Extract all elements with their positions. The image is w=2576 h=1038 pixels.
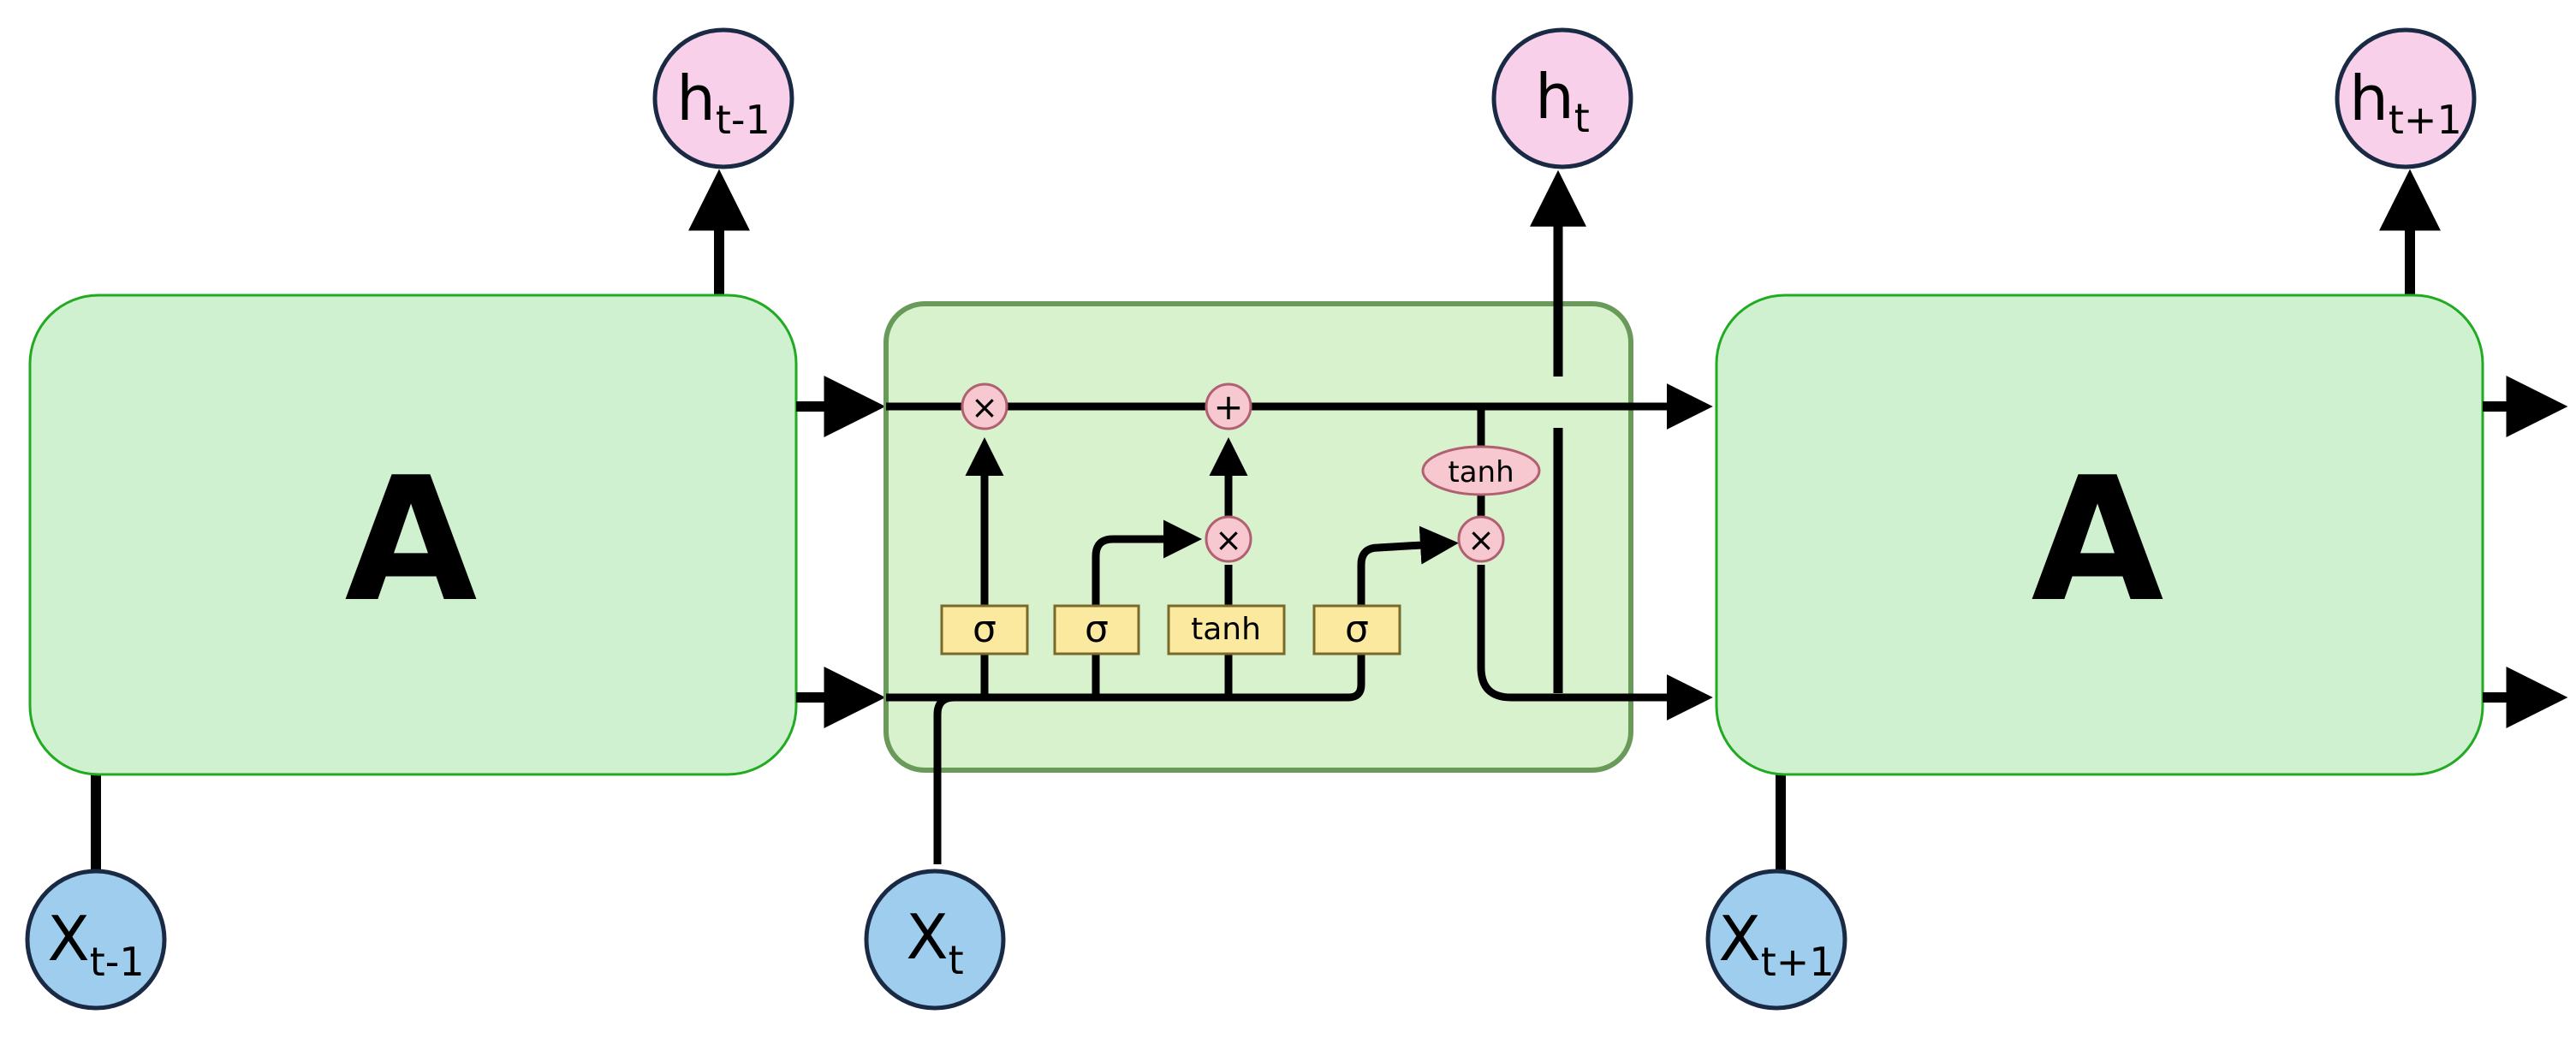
right-cell-label: A: [2032, 441, 2164, 640]
output-multiply-symbol: ×: [1467, 521, 1495, 559]
input-node-x-t-sub: t: [949, 937, 964, 983]
output-node-h-t-1: ht-1: [652, 27, 794, 169]
hidden-out-arrow: [1477, 565, 1713, 721]
add-op: +: [1205, 383, 1252, 430]
input-bus-line: [886, 650, 1365, 702]
forget-multiply-op: ×: [961, 383, 1008, 430]
svg-text:ht-1: ht-1: [676, 62, 770, 143]
output-gate: σ: [1312, 604, 1401, 655]
left-cell-label: A: [345, 441, 478, 640]
output-node-h-t-sub: t: [1574, 95, 1590, 141]
svg-text:Xt+1: Xt+1: [1718, 903, 1834, 985]
forget-gate-label: σ: [973, 608, 996, 651]
input-node-x-t-base: X: [906, 901, 948, 973]
output-node-h-t-1-base: h: [676, 62, 716, 134]
add-symbol: +: [1213, 386, 1243, 428]
left-cell-box: [28, 294, 798, 776]
cell-tanh-op: tanh: [1421, 445, 1541, 496]
input-multiply-symbol: ×: [1215, 521, 1242, 559]
xt-input-curve: [933, 693, 955, 864]
input-node-x-t-1-sub: t-1: [90, 939, 145, 985]
output-node-h-t-plus-1-base: h: [2349, 62, 2389, 134]
right-cell-box: [1715, 294, 2484, 776]
candidate-gate: tanh: [1167, 604, 1286, 655]
output-multiply-op: ×: [1457, 515, 1505, 563]
output-node-h-t: ht: [1491, 27, 1633, 169]
input-gate-arrow: [1092, 519, 1202, 608]
candidate-gate-label: tanh: [1191, 612, 1261, 647]
output-node-h-t-plus-1: ht+1: [2335, 27, 2477, 169]
forget-gate: σ: [940, 604, 1029, 655]
svg-text:ht: ht: [1535, 61, 1590, 141]
input-gate: σ: [1053, 604, 1140, 655]
input-multiply-op: ×: [1205, 515, 1252, 563]
svg-text:Xt: Xt: [906, 901, 963, 983]
output-node-h-t-1-sub: t-1: [716, 97, 770, 143]
svg-text:Xt-1: Xt-1: [47, 903, 144, 985]
input-gate-label: σ: [1085, 608, 1109, 651]
output-node-h-t-plus-1-sub: t+1: [2389, 97, 2462, 143]
input-node-x-t-plus-1-base: X: [1718, 903, 1760, 975]
output-gate-label: σ: [1345, 608, 1369, 651]
input-node-x-t-1: Xt-1: [25, 869, 167, 1011]
output-node-h-t-base: h: [1535, 61, 1574, 133]
output-gate-arrow: [1357, 525, 1459, 608]
right-cell: A: [1715, 169, 2568, 873]
lstm-cell: × + × × tanh σ σ tanh: [883, 169, 1713, 864]
input-node-x-t-plus-1-sub: t+1: [1761, 939, 1835, 985]
left-cell: A: [28, 169, 798, 873]
forget-multiply-symbol: ×: [971, 389, 998, 426]
input-node-x-t-plus-1: Xt+1: [1705, 869, 1847, 1011]
input-node-x-t: Xt: [864, 869, 1006, 1011]
cell-tanh-label: tanh: [1448, 455, 1514, 489]
input-node-x-t-1-base: X: [47, 903, 89, 975]
svg-text:ht+1: ht+1: [2349, 62, 2462, 143]
